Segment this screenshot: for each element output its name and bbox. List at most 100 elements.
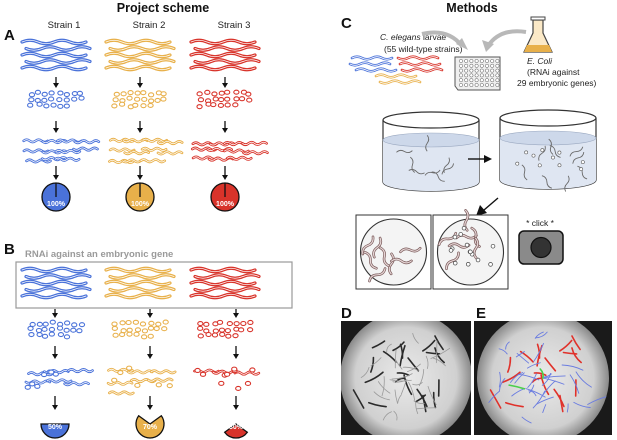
pie-b-strain-1 — [40, 423, 70, 439]
beaker2-worms-worm-7 — [577, 165, 588, 180]
egg-1-3 — [41, 91, 48, 97]
arrow-b2-2-head — [147, 354, 153, 359]
bacteria-arrowhead — [482, 40, 494, 52]
panel-label-d: D — [341, 305, 352, 322]
egg-1-22 — [63, 334, 71, 340]
e-worms-9 — [499, 378, 506, 392]
e-worms-2 — [508, 384, 526, 390]
d-worms-5 — [386, 343, 392, 353]
egg-1-11 — [41, 97, 48, 103]
egg-2-11 — [126, 327, 133, 333]
dish2-worms-egg-3 — [458, 232, 463, 237]
egg-2-3 — [127, 90, 134, 96]
camera-icon — [518, 230, 564, 265]
camera-click-label: * click * — [526, 218, 555, 228]
egg-3-8 — [245, 91, 252, 97]
egg-2-2 — [120, 91, 127, 97]
unhatched-egg-2-5 — [155, 382, 162, 388]
e-worms-2 — [540, 374, 550, 396]
well-1-6 — [485, 59, 489, 63]
adult-worm-3-2-core — [194, 46, 260, 51]
egg-1-22 — [63, 103, 70, 109]
well-3-7 — [490, 68, 495, 73]
dish1-worms-worm-3-core — [362, 236, 374, 255]
well-1-1 — [459, 59, 463, 63]
beaker2-worms-egg-3 — [557, 163, 562, 168]
egg-2-1 — [113, 91, 120, 97]
egg-2-13 — [141, 328, 149, 334]
e-worms-11 — [559, 394, 564, 413]
egg-2-1 — [111, 321, 118, 327]
e-worms-26 — [535, 396, 554, 405]
dish1-worms-worm-8-core — [379, 247, 390, 267]
well-6-8 — [495, 83, 500, 87]
well-4-8 — [495, 73, 500, 78]
egg-3-2 — [203, 321, 210, 327]
dish2-worms-egg-10 — [465, 261, 471, 267]
egg-2-18 — [118, 331, 126, 338]
larvae-label: C. elegans larvae — [380, 32, 446, 42]
egg-3-15 — [238, 96, 246, 102]
adult-worm-3-1-core — [190, 267, 256, 273]
well-1-5 — [479, 59, 484, 63]
adult-worm-3-4-core — [194, 59, 260, 64]
arrow-b3-3-head — [233, 405, 239, 410]
larva-b-2-6-core — [147, 378, 173, 382]
dish2-worms-egg-6 — [490, 243, 496, 249]
dish2-worms-egg-9 — [475, 257, 481, 263]
well-2-4 — [474, 63, 479, 68]
egg-2-7 — [155, 321, 162, 327]
d-worms-12 — [395, 359, 403, 370]
well-3-8 — [495, 68, 500, 73]
well-5-6 — [485, 78, 489, 83]
panel-b-larvae — [24, 365, 261, 396]
egg-3-22 — [232, 333, 239, 339]
pie-b-strain-3 — [223, 423, 249, 439]
larvae-arrowhead — [456, 38, 468, 50]
methods-title: Methods — [446, 1, 497, 15]
rnai-banner-box — [15, 261, 293, 309]
larva-a-3-4-core — [242, 141, 267, 145]
well-5-2 — [464, 78, 469, 83]
egg-3-9 — [197, 97, 205, 103]
unhatched-egg-3-7 — [194, 367, 201, 374]
method-larva-4-core — [397, 56, 439, 60]
egg-3-4 — [218, 90, 225, 96]
arrow-b1-1-head — [52, 313, 58, 318]
d-worms-17 — [368, 401, 387, 408]
well-4-1 — [459, 73, 463, 78]
well-4-7 — [490, 73, 495, 78]
e-worms-19 — [488, 390, 501, 403]
d-worms-24 — [427, 386, 437, 406]
egg-1-1 — [28, 92, 36, 98]
d-worms-15 — [422, 339, 436, 352]
d-worms-10 — [352, 389, 365, 409]
flask-icon — [523, 16, 553, 53]
e-worms-20 — [566, 403, 569, 413]
panel-label-a: A — [4, 27, 15, 44]
e-worms-15 — [559, 339, 573, 352]
adult-worm-1-5-core — [21, 293, 87, 299]
d-worms-8 — [432, 357, 446, 367]
well-2-6 — [485, 63, 489, 68]
adult-worm-1-5-core — [21, 65, 87, 71]
panel-b-eggs — [27, 319, 254, 340]
larva-a-2-9-core — [108, 159, 134, 164]
beaker2-worms-worm-3 — [521, 164, 528, 181]
dish1-worms-worm-4-core — [390, 258, 413, 264]
dish1-worms-worm-1-core — [388, 253, 395, 275]
egg-2-21 — [140, 103, 147, 109]
unhatched-egg-2-3 — [117, 369, 124, 376]
unhatched-egg-2-6 — [111, 377, 118, 383]
well-6-5 — [479, 83, 484, 87]
d-worms-4 — [416, 407, 437, 410]
panel-b-arrows — [52, 309, 239, 410]
d-worms-19 — [415, 394, 427, 403]
egg-2-20 — [132, 102, 139, 108]
dish2-worms-egg-4 — [464, 242, 470, 248]
well-1-8 — [495, 59, 500, 63]
egg-2-18 — [118, 101, 126, 107]
beaker2-worms-worm-1 — [548, 138, 554, 155]
e-worms-30 — [498, 348, 508, 355]
egg-3-9 — [197, 325, 204, 331]
